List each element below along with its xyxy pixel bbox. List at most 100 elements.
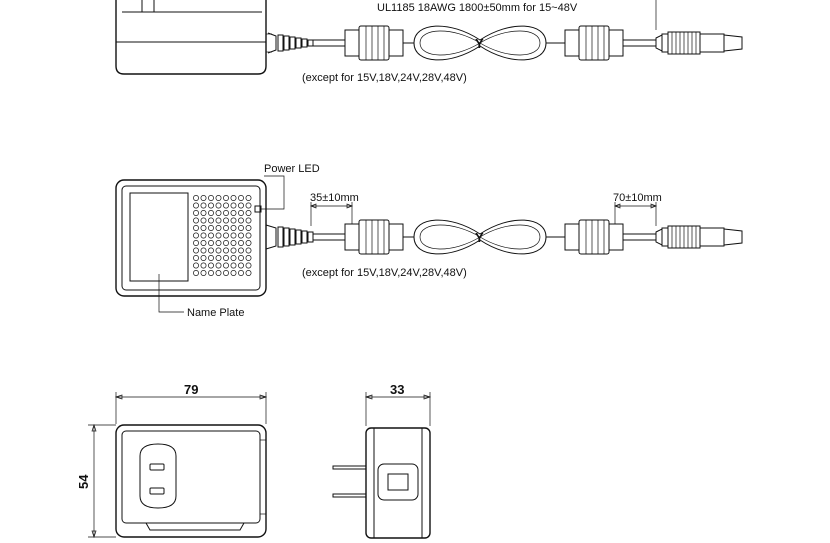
vent-hole [193,247,199,254]
vent-hole [238,262,244,269]
depth-dimension-label: 33 [390,382,404,397]
vent-hole [230,270,237,276]
vent-hole [215,232,222,239]
top-view-cable-coil [403,25,565,61]
vent-hole [193,262,199,269]
vent-hole [200,217,207,224]
vent-hole [230,255,237,261]
vent-hole [238,270,244,276]
vent-hole [193,240,199,246]
vent-hole [223,270,229,276]
vent-hole [245,195,252,201]
top-view-right-ferrite [564,25,656,61]
vent-hole [208,232,214,239]
vent-hole [200,240,207,246]
front-view-strain-relief [265,224,314,250]
vent-hole [238,247,244,254]
front-view-except-note: (except for 15V,18V,24V,28V,48V) [302,267,467,279]
vent-hole [215,217,222,224]
vent-hole [215,255,222,261]
vent-hole [215,195,222,201]
vent-hole [230,202,237,209]
vent-hole [215,262,222,269]
vent-hole [238,240,244,246]
vent-hole [200,270,207,276]
vent-hole [200,202,207,209]
top-view-adapter [115,0,272,75]
vent-hole [223,202,229,209]
vent-hole [193,255,199,261]
vent-hole [223,217,229,224]
vent-hole [208,262,214,269]
left-ferrite-distance-label: 35±10mm [310,192,359,204]
vent-hole [238,225,244,231]
vent-hole [208,195,214,201]
vent-hole [193,210,199,216]
vent-hole [238,255,244,261]
vent-hole [230,232,237,239]
vent-hole [215,210,222,216]
vent-hole [193,225,199,231]
top-view-cable-spec: UL1185 18AWG 1800±50mm for 15~48V [377,2,578,14]
front-view-dc-plug [655,225,743,249]
vent-hole [208,247,214,254]
vent-hole [245,202,252,209]
vent-hole [223,225,229,231]
vent-hole [223,240,229,246]
vent-hole [193,232,199,239]
vent-hole [215,270,222,276]
vent-hole [223,262,229,269]
vent-hole [223,210,229,216]
vent-hole [245,255,252,261]
vent-hole [238,232,244,239]
vent-hole [208,255,214,261]
vent-hole [238,210,244,216]
vent-hole [208,240,214,246]
vent-hole [238,202,244,209]
vent-hole [230,240,237,246]
vent-hole [200,210,207,216]
height-dimension [88,423,116,539]
front-view-left-ferrite [344,219,404,255]
vent-hole [230,210,237,216]
vent-hole [238,195,244,201]
vent-hole [215,247,222,254]
vent-hole [223,195,229,201]
power-led-leader [261,175,285,210]
vent-hole [230,225,237,231]
front-view-bundle-tie: Y [475,230,484,245]
vent-hole [238,217,244,224]
vent-hole [230,217,237,224]
vent-hole [208,225,214,231]
vent-hole [245,240,252,246]
height-dimension-label: 54 [76,474,91,489]
vent-hole [223,255,229,261]
vent-hole [215,225,222,231]
front-view-adapter [115,179,267,297]
plug-side-adapter [115,424,267,538]
vent-hole [223,232,229,239]
vent-hole [208,202,214,209]
vent-hole [208,210,214,216]
side-view-plug-pins [332,465,367,498]
top-view-dc-plug [655,0,743,55]
vent-hole [193,195,199,201]
vent-hole [230,247,237,254]
vent-hole [245,217,252,224]
vent-hole [200,255,207,261]
vent-hole [200,262,207,269]
vent-hole [215,202,222,209]
front-view-vent-grid [193,195,252,276]
vent-hole [200,195,207,201]
name-plate-label: Name Plate [187,307,244,319]
front-view-right-ferrite [564,219,656,255]
vent-hole [230,262,237,269]
width-dimension-label: 79 [184,382,198,397]
front-view-cable [313,233,345,241]
vent-hole [245,247,252,254]
width-dimension [114,392,268,424]
vent-hole [230,195,237,201]
right-ferrite-dimension [614,202,657,226]
power-led-label: Power LED [264,163,320,175]
